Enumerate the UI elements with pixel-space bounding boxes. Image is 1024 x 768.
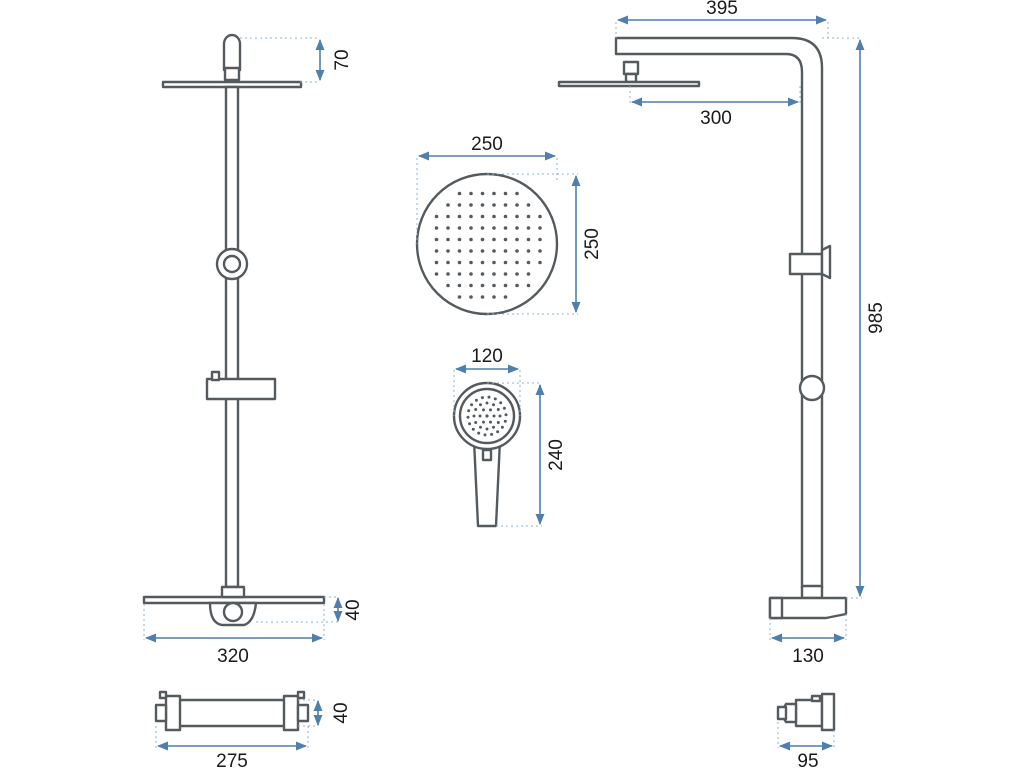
mixer-side-body bbox=[794, 698, 824, 728]
dim-total-height: 985 bbox=[866, 302, 887, 334]
dim-rain-width: 250 bbox=[471, 134, 503, 155]
dim-mixer-side: 95 bbox=[797, 751, 818, 768]
dim-rain-head-height: 70 bbox=[332, 49, 353, 70]
hand-shower-nozzles bbox=[466, 395, 508, 437]
front-holder bbox=[205, 377, 277, 401]
thermostat-body bbox=[174, 698, 290, 728]
front-top-connector bbox=[222, 33, 242, 72]
rain-shower-view: 250 250 bbox=[415, 134, 603, 316]
dim-hand-length: 240 bbox=[546, 439, 567, 471]
dim-hand-width: 120 bbox=[471, 346, 503, 367]
front-view: 70 40 320 bbox=[142, 33, 364, 667]
dim-column-width: 320 bbox=[217, 646, 249, 667]
side-slider bbox=[798, 374, 826, 402]
dim-mixer-projection: 130 bbox=[792, 646, 824, 667]
dim-thermostat-height: 40 bbox=[331, 702, 352, 723]
rain-shower-nozzles bbox=[434, 191, 542, 299]
front-vertical-pipe bbox=[224, 85, 240, 589]
rain-shower-disc bbox=[415, 172, 559, 316]
dim-rain-height: 250 bbox=[582, 228, 603, 260]
dim-thermostat-depth: 40 bbox=[343, 599, 364, 620]
side-holder bbox=[788, 252, 824, 276]
dim-arm-inner: 300 bbox=[700, 108, 732, 129]
side-view: 395 300 985 130 bbox=[557, 0, 887, 667]
front-connector-nut bbox=[223, 66, 241, 82]
dim-arm-reach: 395 bbox=[706, 0, 738, 19]
dim-thermostat-width: 275 bbox=[216, 751, 248, 768]
side-rain-head bbox=[557, 80, 701, 88]
hand-shower-view: 120 240 bbox=[452, 346, 567, 528]
mixer-side-view: 95 bbox=[776, 692, 836, 768]
thermostat-front: 40 275 bbox=[154, 690, 352, 768]
